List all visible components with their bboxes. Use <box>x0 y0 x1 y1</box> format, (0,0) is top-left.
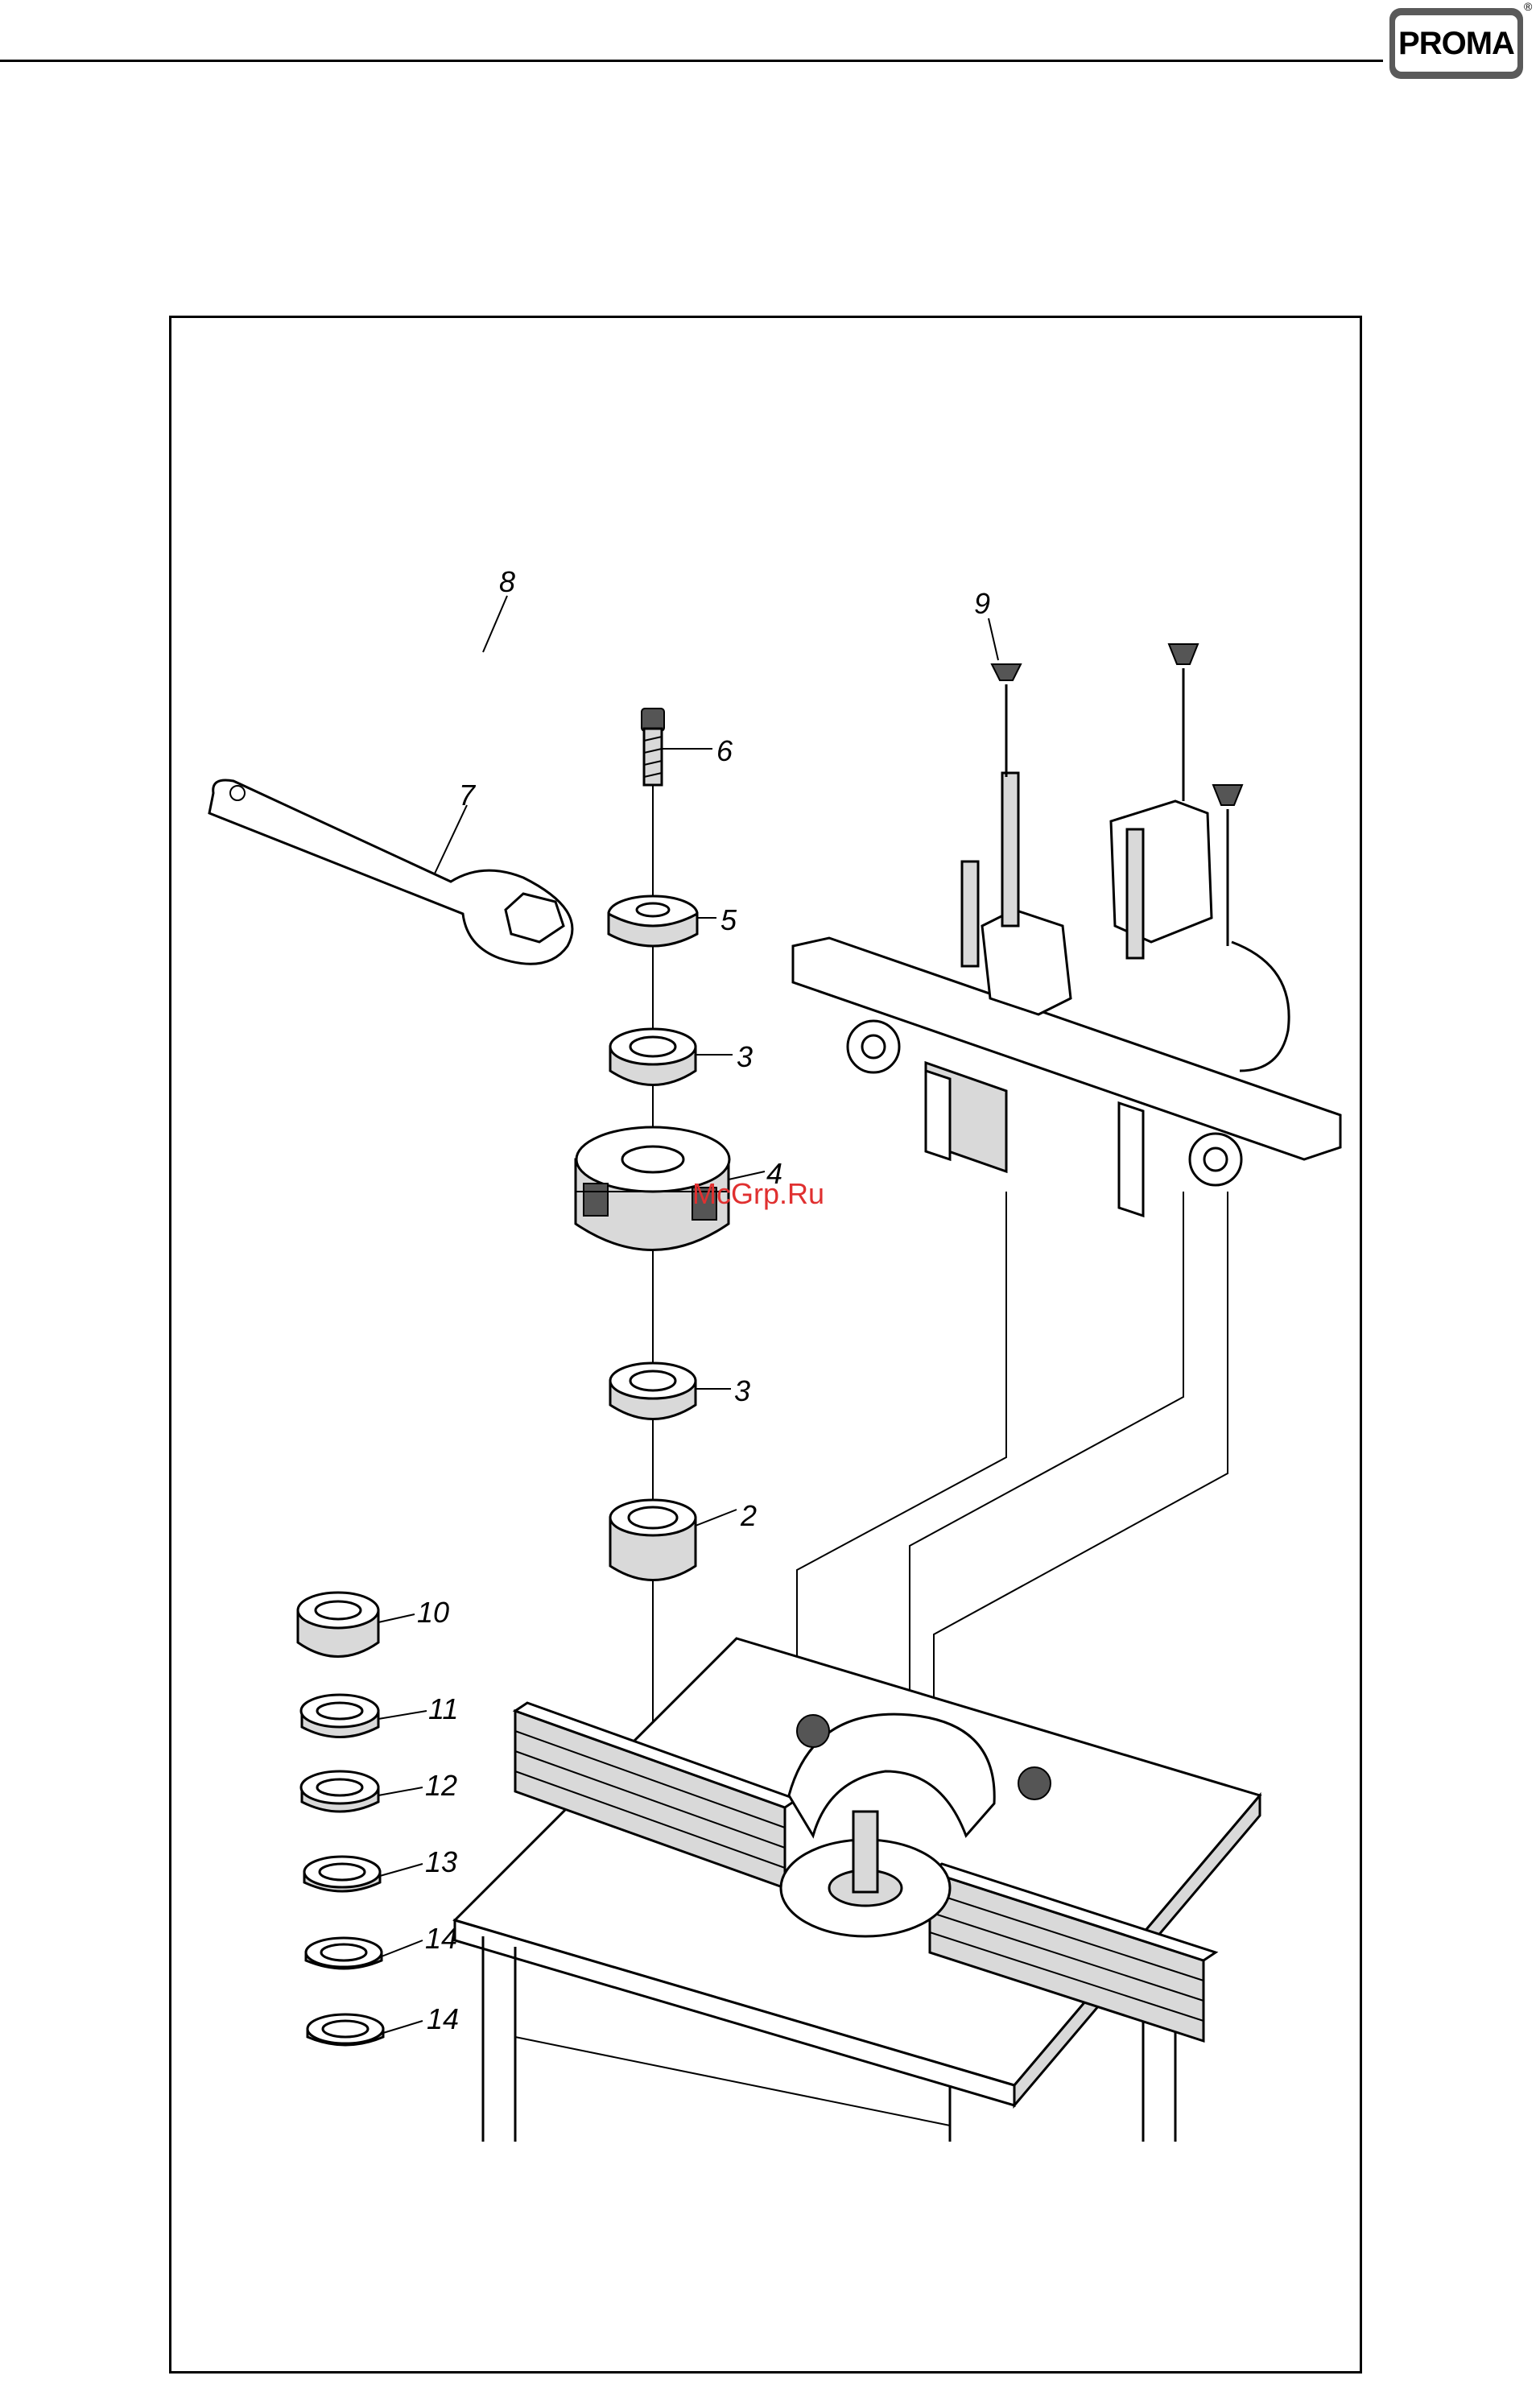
ring-part-13 <box>304 1857 380 1891</box>
ring-part-12 <box>301 1771 378 1812</box>
callout-10: 10 <box>417 1596 449 1629</box>
callout-5: 5 <box>720 903 737 936</box>
callout-9: 9 <box>974 587 990 620</box>
star-knob-part-9-b <box>1169 644 1198 801</box>
callout-2: 2 <box>740 1499 757 1532</box>
callout-13: 13 <box>425 1845 457 1878</box>
spanner-wrench-part-7 <box>209 780 572 964</box>
screw-part-6 <box>642 709 664 785</box>
callout-7: 7 <box>459 779 477 812</box>
sleeve-part-2 <box>610 1500 696 1580</box>
ring-spacer-part-3-upper <box>610 1029 696 1085</box>
callout-14-upper: 14 <box>425 1922 457 1955</box>
hex-key-part-8 <box>415 648 564 692</box>
ring-part-11 <box>301 1695 378 1737</box>
ring-part-14-lower <box>308 2014 383 2045</box>
star-knob-part-9-a <box>992 664 1021 777</box>
watermark: McGrp.Ru <box>692 1177 824 1210</box>
callout-8: 8 <box>499 565 515 598</box>
star-knob-part-9-c <box>1213 785 1242 946</box>
callout-3-upper: 3 <box>737 1040 753 1073</box>
ring-part-10 <box>298 1593 378 1657</box>
callout-3-lower: 3 <box>734 1374 750 1407</box>
callout-14-lower: 14 <box>427 2002 459 2035</box>
ring-spacer-part-3-lower <box>610 1363 696 1419</box>
callout-12: 12 <box>425 1769 457 1802</box>
callout-6: 6 <box>716 734 733 767</box>
hex-nut-part-5 <box>609 896 697 946</box>
hold-down-guard-assembly <box>793 644 1340 1216</box>
callout-11: 11 <box>428 1692 458 1725</box>
ring-part-14-upper <box>306 1938 382 1969</box>
